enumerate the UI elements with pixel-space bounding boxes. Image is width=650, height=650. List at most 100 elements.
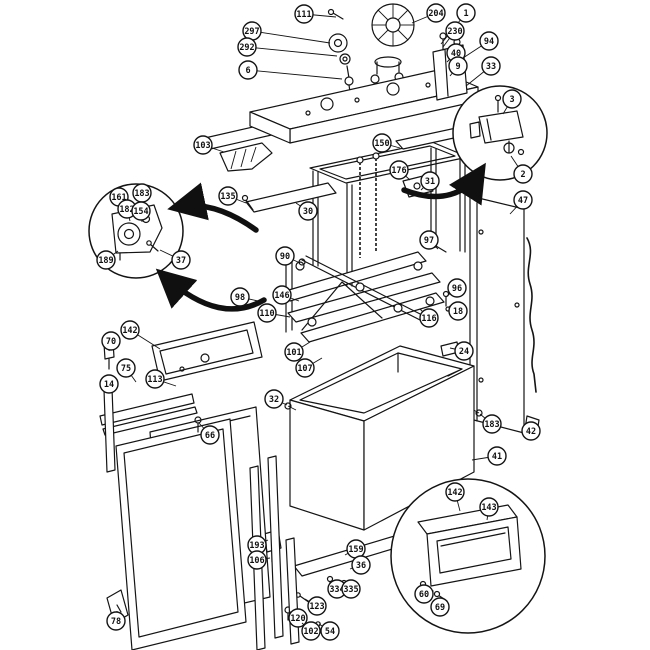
callout-balloon [238,60,258,80]
callout-number: 32 [269,395,279,405]
callout-number: 111 [296,10,311,20]
callout-balloon [481,56,501,76]
callout-balloon [295,358,315,378]
callout-balloon [96,250,116,270]
callout-number: 292 [239,43,254,53]
callout-number: 176 [391,166,406,176]
callout-balloon [372,133,392,153]
callout-number: 42 [526,427,536,437]
callout-balloon [487,446,507,466]
callout-number: 230 [447,27,462,37]
callout-number: 297 [244,27,259,37]
callout-balloon [521,421,541,441]
callout-balloon [448,56,468,76]
callout-number: 120 [290,614,305,624]
callout-number: 75 [121,364,131,374]
callout-balloon [479,31,499,51]
callout-balloon [389,160,409,180]
callout-balloon [230,287,250,307]
leader-line [251,30,331,44]
callout-number: 18 [453,307,463,317]
callout-number: 54 [325,627,335,637]
callout-number: 78 [111,617,121,627]
callout-balloon [298,201,318,221]
callout-balloon [171,250,191,270]
callout-balloon [284,342,304,362]
callout-balloon [237,37,257,57]
callout-number: 103 [195,141,210,151]
callout-number: 41 [492,452,502,462]
callout-number: 40 [451,49,461,59]
callout-balloon [445,21,465,41]
callout-number: 159 [348,545,363,555]
callout-balloon [247,550,267,570]
callout-number: 334 [329,585,344,595]
callout-balloon [502,89,522,109]
callout-number: 6 [245,66,250,76]
callout-number: 150 [374,139,389,149]
callout-number: 30 [303,207,313,217]
control-panel [151,321,263,382]
callout-balloon [275,246,295,266]
callout-number: 183 [134,189,149,199]
callout-balloon [426,3,446,23]
callout-number: 110 [259,309,274,319]
callout-number: 2 [520,170,525,180]
arrow-to-left-inset-upper [167,182,259,233]
callout-number: 36 [356,561,366,571]
callout-balloon [454,341,474,361]
support-arm-assembly [281,249,445,343]
callout-balloon [419,230,439,250]
callout-balloon [200,425,220,445]
callout-number: 182 [119,205,134,215]
callout-number: 113 [147,375,162,385]
callout-balloon [456,3,476,23]
callout-balloon [419,308,439,328]
callout-balloon [301,621,321,641]
callout-balloon [479,497,499,517]
callout-number: 161 [111,193,126,203]
callout-balloon [288,608,308,628]
leader-line [247,69,343,80]
callout-number: 335 [343,585,358,595]
callout-number: 116 [421,314,436,324]
callout-number: 183 [484,420,499,430]
callout-number: 98 [235,293,245,303]
callout-balloon [414,584,434,604]
callout-number: 9 [455,62,460,72]
callout-number: 70 [106,337,116,347]
callout-number: 1 [463,9,468,19]
callout-balloon [272,285,292,305]
callout-balloon [101,331,121,351]
callout-balloon [145,369,165,389]
bottom-right-inset [390,478,546,634]
callout-number: 94 [484,37,494,47]
callout-number: 189 [98,256,113,266]
callout-balloon [131,201,151,221]
callout-number: 90 [280,252,290,262]
callout-number: 102 [303,627,318,637]
callout-number: 47 [518,196,528,206]
callout-balloon [193,135,213,155]
detail-arrows [155,162,486,312]
callout-number: 143 [481,503,496,513]
cooktop-assembly [249,3,479,144]
callout-balloon [264,389,284,409]
door-handle [99,393,195,426]
callout-number: 101 [286,348,301,358]
callout-number: 106 [249,556,264,566]
callout-number: 154 [133,207,148,217]
callout-number: 193 [249,541,264,551]
arrow-to-top-right-inset [401,162,486,206]
callout-number: 142 [122,326,137,336]
arrow-to-left-inset-lower [155,268,267,312]
callout-balloon [320,621,340,641]
callout-number: 107 [297,364,312,374]
callout-number: 123 [309,602,324,612]
callout-number: 24 [459,347,469,357]
door-outer-panel [115,418,247,650]
callout-number: 37 [176,256,186,266]
callout-balloon [513,164,533,184]
callout-number: 3 [509,95,514,105]
